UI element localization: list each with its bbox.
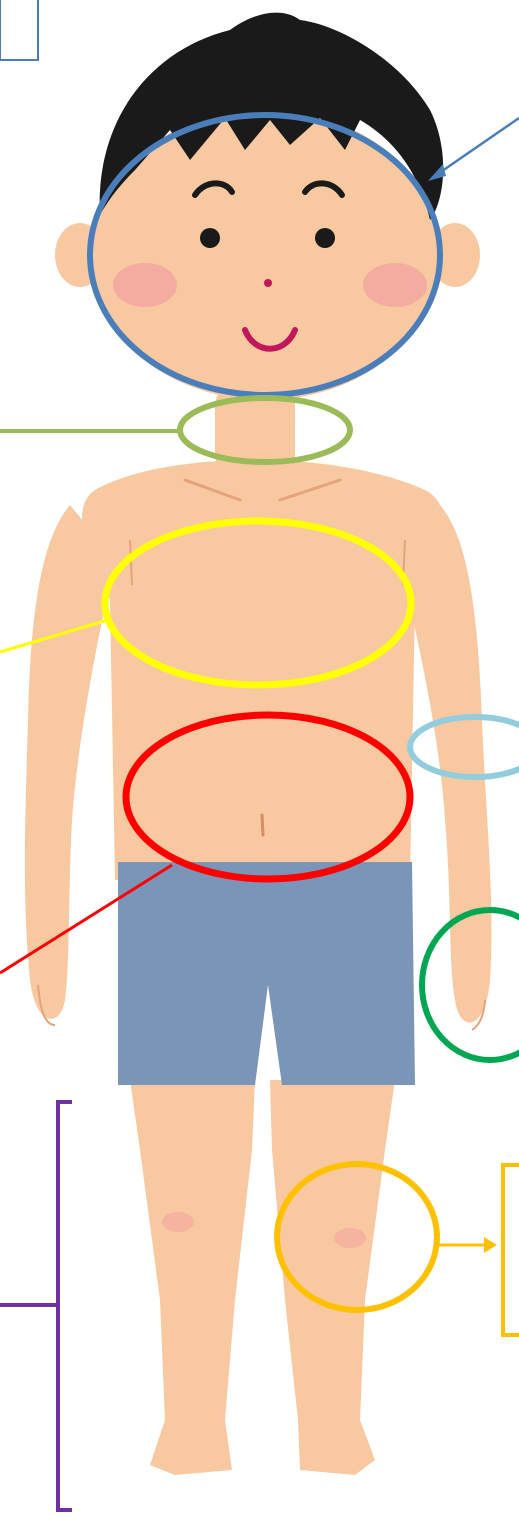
left-knee-blush [162, 1212, 194, 1232]
left-leg [130, 1080, 255, 1475]
left-cheek [113, 263, 177, 307]
nose [264, 279, 272, 287]
head-leader-arrow [432, 118, 519, 178]
right-eye [315, 228, 335, 248]
knee-label-box [503, 1165, 519, 1335]
right-cheek [363, 263, 427, 307]
legs-bracket [58, 1102, 72, 1510]
knee-arrowhead-icon [484, 1237, 497, 1253]
left-eye [200, 228, 220, 248]
navel [262, 815, 263, 835]
label-box-top-left [0, 0, 38, 60]
left-arm [25, 505, 115, 1019]
shorts [118, 862, 415, 1085]
right-knee-blush [334, 1228, 366, 1248]
